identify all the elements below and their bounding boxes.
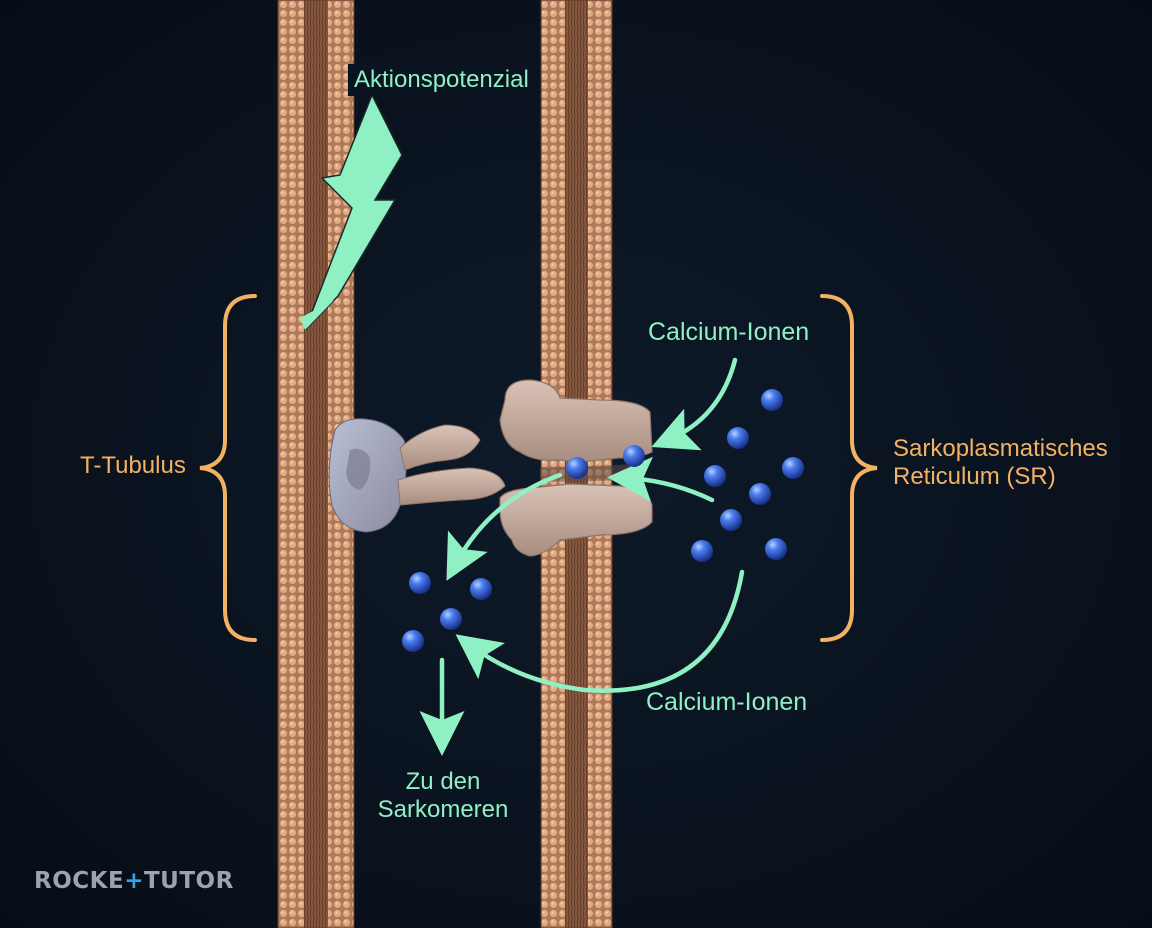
logo-text-part1: ROCKE [34,868,125,894]
calcium-ion [691,540,713,562]
calcium-ions [402,389,804,652]
calcium-ion [402,630,424,652]
sarcoplasmic-reticulum-label: Sarkoplasmatisches Reticulum (SR) [893,435,1108,492]
sr-bracket [820,294,878,642]
calcium-ion [566,457,588,479]
action-potential-label: Aktionspotenzial [348,64,535,97]
t-tubulus-label: T-Tubulus [80,452,186,479]
calcium-ion [440,608,462,630]
rocketutor-logo: ROCKE+TUTOR [34,868,234,894]
arrow-ca-into-channel-top [651,357,738,451]
calcium-ion [704,465,726,487]
calcium-ion [409,572,431,594]
calcium-ion [727,427,749,449]
logo-plus: + [124,868,144,894]
ryanodine-receptor-channel [499,379,653,557]
calcium-ion [761,389,783,411]
t-tubulus-bracket [199,294,257,642]
calcium-ions-label-bottom: Calcium-Ionen [646,688,808,716]
dhpr-receptor [328,418,506,533]
sr-label-line1: Sarkoplasmatisches [893,435,1108,462]
calcium-ion [470,578,492,600]
calcium-ion [782,457,804,479]
sarcomere-label-line2: Sarkomeren [377,796,509,824]
calcium-ion [623,445,645,467]
calcium-flow-arrows [419,357,745,756]
calcium-ions-label-top: Calcium-Ionen [648,318,810,346]
to-sarcomeres-label: Zu den Sarkomeren [360,768,526,825]
logo-text-part2: TUTOR [143,868,234,894]
calcium-ion [765,538,787,560]
arrow-sr-to-cytoplasm [455,569,745,693]
calcium-ion [749,483,771,505]
calcium-ion [720,509,742,531]
sr-label-line2: Reticulum (SR) [893,463,1056,491]
arrow-channel-to-cytoplasm [446,472,563,581]
lightning-bolt-icon [300,93,403,331]
sarcomere-label-line1: Zu den [405,768,481,795]
arrow-ca-into-channel-mid [607,456,715,503]
